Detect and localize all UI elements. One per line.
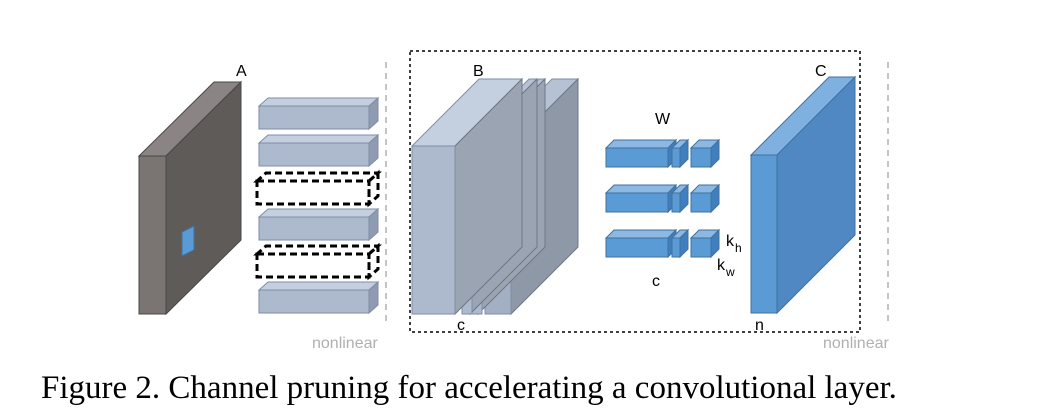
filter-row bbox=[604, 138, 721, 169]
receptive-field-patch-a bbox=[181, 225, 195, 257]
nonlinear-label-right: nonlinear bbox=[823, 335, 890, 352]
label-kh: k h bbox=[726, 233, 742, 255]
svg-text:w: w bbox=[725, 265, 735, 279]
svg-text:k: k bbox=[717, 257, 726, 274]
label-c-weight: c bbox=[652, 273, 660, 290]
pruned-channel-slab bbox=[253, 242, 382, 281]
label-c-input: c bbox=[457, 317, 465, 334]
feature-map-b bbox=[410, 77, 580, 316]
channel-slab bbox=[257, 133, 380, 168]
label-n: n bbox=[755, 317, 764, 334]
channel-slab bbox=[257, 207, 380, 242]
svg-text:k: k bbox=[726, 233, 735, 250]
channel-slab bbox=[257, 96, 380, 131]
svg-text:h: h bbox=[735, 241, 742, 255]
filter-row bbox=[604, 183, 721, 214]
layer-boundary-box bbox=[409, 50, 861, 333]
feature-map-c bbox=[749, 75, 857, 315]
channel-slab bbox=[257, 280, 380, 315]
label-w: W bbox=[655, 111, 671, 128]
weight-filters-w bbox=[604, 138, 721, 259]
figure-caption: Figure 2. Channel pruning for accelerati… bbox=[41, 370, 897, 406]
nonlinear-label-left: nonlinear bbox=[312, 335, 379, 352]
feature-map-a bbox=[137, 80, 243, 316]
label-c: C bbox=[815, 63, 827, 80]
input-channel-slabs bbox=[253, 96, 382, 315]
label-a: A bbox=[236, 63, 247, 80]
label-b: B bbox=[473, 63, 484, 80]
label-kw: k w bbox=[717, 257, 735, 279]
pruned-channel-slab bbox=[253, 169, 382, 208]
filter-row bbox=[604, 228, 721, 259]
